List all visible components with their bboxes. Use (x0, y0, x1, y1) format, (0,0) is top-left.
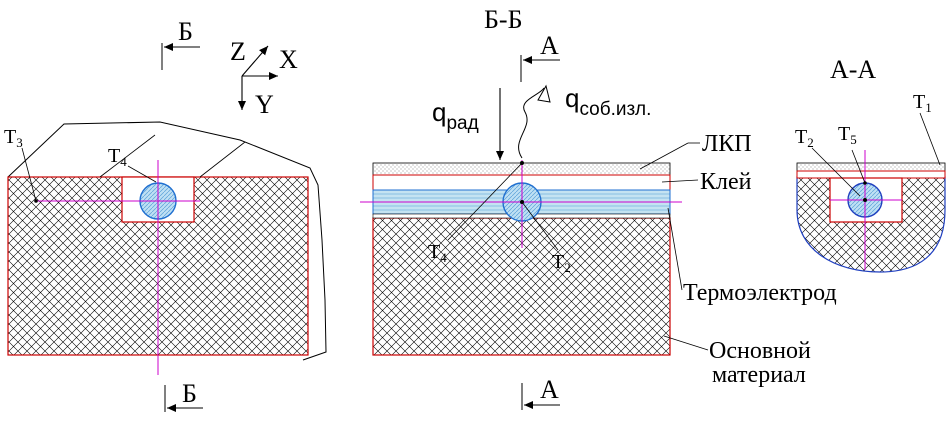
label-lkp: ЛКП (702, 131, 752, 157)
left-view: T3 T4 Б Б (4, 17, 327, 412)
label-t5: T5 (838, 123, 857, 147)
leader-glue (661, 179, 699, 183)
leader-lkp (639, 142, 689, 170)
leader-t2-mid (521, 201, 559, 251)
section-aa-title: А-А (830, 55, 876, 84)
label-base-line2: материал (712, 362, 806, 388)
axes: Z X Y (230, 37, 298, 119)
axis-z-arrow (241, 45, 269, 77)
left-extra-line-2 (199, 141, 246, 178)
left-outline-irregular (7, 121, 327, 361)
right-view: А-А T1 T2 T5 (795, 55, 946, 273)
q-self-arrowhead (537, 84, 551, 103)
label-t3: T3 (4, 126, 23, 150)
q-rad-label: qрад (432, 97, 479, 134)
section-a-bottom-label: А (540, 375, 559, 404)
section-b-bottom-label: Б (182, 379, 197, 408)
leader-t2-right (811, 147, 861, 197)
axis-y-label: Y (255, 90, 274, 119)
label-t4-mid: T4 (428, 241, 447, 265)
label-t4-left: T4 (108, 145, 127, 169)
leader-t5 (851, 149, 866, 184)
left-leader-t3 (21, 147, 37, 202)
right-glue-layer (796, 170, 946, 179)
label-base-line1: Основной (709, 338, 811, 364)
label-glue: Клей (700, 169, 752, 195)
left-leader-t4 (127, 165, 157, 183)
label-thermo: Термоэлектрод (683, 280, 837, 306)
q-self-wave (518, 87, 545, 159)
leader-base (663, 335, 709, 351)
label-t1: T1 (913, 91, 932, 115)
left-point-t3 (34, 199, 38, 203)
middle-view: Б-Б qрад qсоб.изл. А А T4 T2 (360, 5, 837, 410)
right-point-t2 (863, 198, 867, 202)
section-bb-title: Б-Б (484, 5, 523, 34)
section-b-top-label: Б (178, 17, 193, 46)
q-self-label: qсоб.изл. (565, 83, 651, 120)
leader-t4-mid (447, 162, 523, 241)
left-extra-lines (99, 134, 156, 178)
label-t2-mid: T2 (552, 251, 571, 275)
label-t2-right: T2 (795, 126, 814, 150)
leader-thermo (667, 207, 683, 291)
right-lkp-layer (796, 162, 946, 172)
section-a-top-label: А (540, 31, 559, 60)
leader-t1 (919, 112, 941, 166)
axis-z-label: Z (230, 37, 246, 66)
axis-x-label: X (279, 45, 298, 74)
